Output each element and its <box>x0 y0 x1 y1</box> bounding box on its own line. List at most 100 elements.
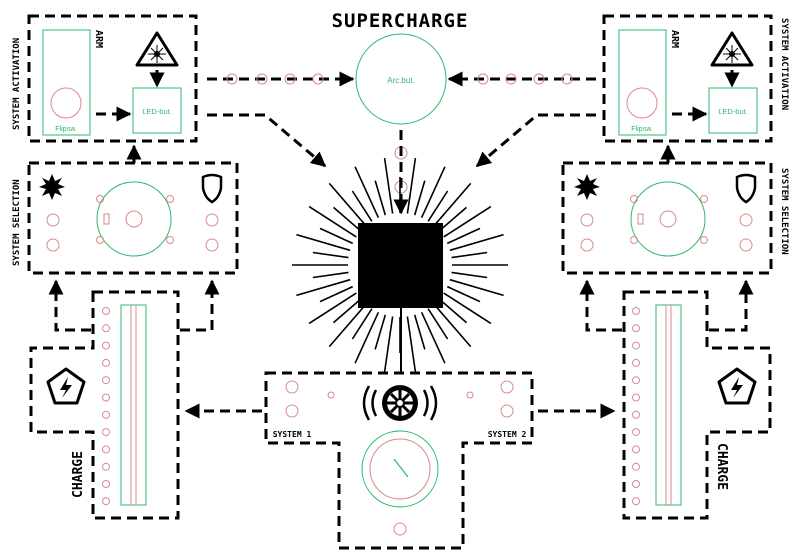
right-flip-switch[interactable]: Flipsw. <box>618 29 667 136</box>
charge-led <box>632 393 640 402</box>
right-flip-label: Flipsw. <box>631 126 652 133</box>
charge-led <box>102 307 110 315</box>
right-selection-label: SYSTEM SELECTION <box>779 168 789 255</box>
charge-led <box>632 497 640 506</box>
burst-ray <box>308 205 357 238</box>
charge-led <box>102 358 110 367</box>
burst-ray <box>420 311 446 364</box>
burst-ray <box>351 190 373 222</box>
left-lightning-icon <box>46 367 86 405</box>
right-charge-to-selection-a <box>579 279 622 332</box>
right-arm-label: ARM <box>669 30 680 48</box>
left-selection-leds <box>46 195 219 252</box>
burst-ray <box>433 303 472 348</box>
charge-led <box>632 480 640 488</box>
burst-ray <box>319 285 354 303</box>
burst-ray <box>433 182 472 227</box>
system-leds <box>285 380 514 536</box>
left-charge-slider[interactable] <box>120 304 147 506</box>
burst-ray <box>374 180 387 216</box>
right-charge-leds <box>632 307 640 506</box>
left-charge-module: CHARGE <box>29 290 180 520</box>
charge-led <box>632 376 640 385</box>
burst-ray <box>332 298 362 324</box>
burst-ray <box>449 278 504 297</box>
charge-led <box>102 462 110 471</box>
right-charge-module: CHARGE <box>622 290 772 520</box>
right-selector-knob[interactable] <box>630 181 706 257</box>
charge-led <box>102 393 110 402</box>
right-led-label: LED-but. <box>718 107 748 116</box>
charge-led <box>632 341 640 350</box>
charge-led <box>102 497 110 506</box>
left-led-button[interactable]: LED-but. <box>132 87 182 134</box>
left-system-selection: SYSTEM SELECTION <box>12 144 239 275</box>
burst-ray <box>354 166 380 219</box>
left-arm-label: ARM <box>93 30 104 48</box>
charge-led <box>632 428 640 437</box>
burst-ray <box>406 316 417 373</box>
burst-ray <box>427 190 449 222</box>
left-charge-label: CHARGE <box>71 451 86 498</box>
burst-ray <box>332 206 362 232</box>
right-charge-slider[interactable] <box>655 304 682 506</box>
system1-label: SYSTEM 1 <box>273 430 312 439</box>
core-burst-rays <box>292 157 508 373</box>
burst-ray <box>312 251 349 259</box>
right-system-activation: SYSTEM ACTIVATION ARM Flipsw. LED-but. <box>602 14 789 143</box>
burst-ray <box>449 233 504 252</box>
right-diagonal-to-core <box>475 113 596 168</box>
burst-ray <box>319 227 354 245</box>
charge-led <box>632 358 640 367</box>
burst-ray <box>413 180 426 216</box>
right-activation-to-arc <box>447 71 596 87</box>
charge-led <box>632 307 640 315</box>
left-selection-label: SYSTEM SELECTION <box>12 179 22 266</box>
right-starburst-icon <box>574 174 600 200</box>
right-charge-to-selection-b <box>709 279 754 332</box>
burst-ray <box>383 157 394 214</box>
arc-button-label: Arc.but. <box>387 76 415 85</box>
burst-ray <box>383 316 394 373</box>
right-shield-icon <box>735 173 757 204</box>
left-flip-label: Flipsw. <box>55 126 76 133</box>
left-led-label: LED-but. <box>142 107 172 116</box>
system2-label: SYSTEM 2 <box>488 430 527 439</box>
charge-led <box>632 462 640 471</box>
bottom-system-module: SYSTEM 1 SYSTEM 2 <box>264 371 534 550</box>
burst-ray <box>296 233 351 252</box>
arc-button[interactable]: Arc.but. <box>355 33 447 125</box>
charge-led <box>102 324 110 333</box>
left-activation-label: SYSTEM ACTIVATION <box>12 38 22 130</box>
right-charge-label: CHARGE <box>714 443 729 490</box>
right-led-button[interactable]: LED-but. <box>708 87 758 134</box>
burst-ray <box>413 314 426 350</box>
burst-ray <box>312 271 349 279</box>
burst-ray <box>420 166 446 219</box>
right-laser-warning-icon <box>710 31 754 67</box>
right-system-selection: SYSTEM SELECTION <box>561 144 789 275</box>
burst-ray <box>406 157 417 214</box>
left-flip-switch[interactable]: Flipsw. <box>42 29 91 136</box>
left-activation-to-arc <box>207 71 355 87</box>
left-charge-to-selection-b <box>180 279 220 332</box>
burst-ray <box>328 303 367 348</box>
burst-ray <box>438 298 468 324</box>
left-selector-knob[interactable] <box>96 181 172 257</box>
burst-ray <box>308 292 357 325</box>
charge-led <box>632 324 640 333</box>
burst-ray <box>351 308 373 340</box>
right-activation-label: SYSTEM ACTIVATION <box>779 18 789 110</box>
burst-ray <box>438 206 468 232</box>
bottom-dial[interactable] <box>361 430 439 508</box>
left-charge-to-selection-a <box>48 279 91 332</box>
charge-led <box>102 445 110 454</box>
left-laser-warning-icon <box>135 31 179 67</box>
charge-led <box>632 445 640 454</box>
charge-led <box>102 376 110 385</box>
burst-ray <box>427 308 449 340</box>
burst-ray <box>451 251 488 259</box>
supercharge-title: SUPERCHARGE <box>332 10 469 32</box>
right-lightning-icon <box>717 367 757 405</box>
burst-ray <box>451 271 488 279</box>
